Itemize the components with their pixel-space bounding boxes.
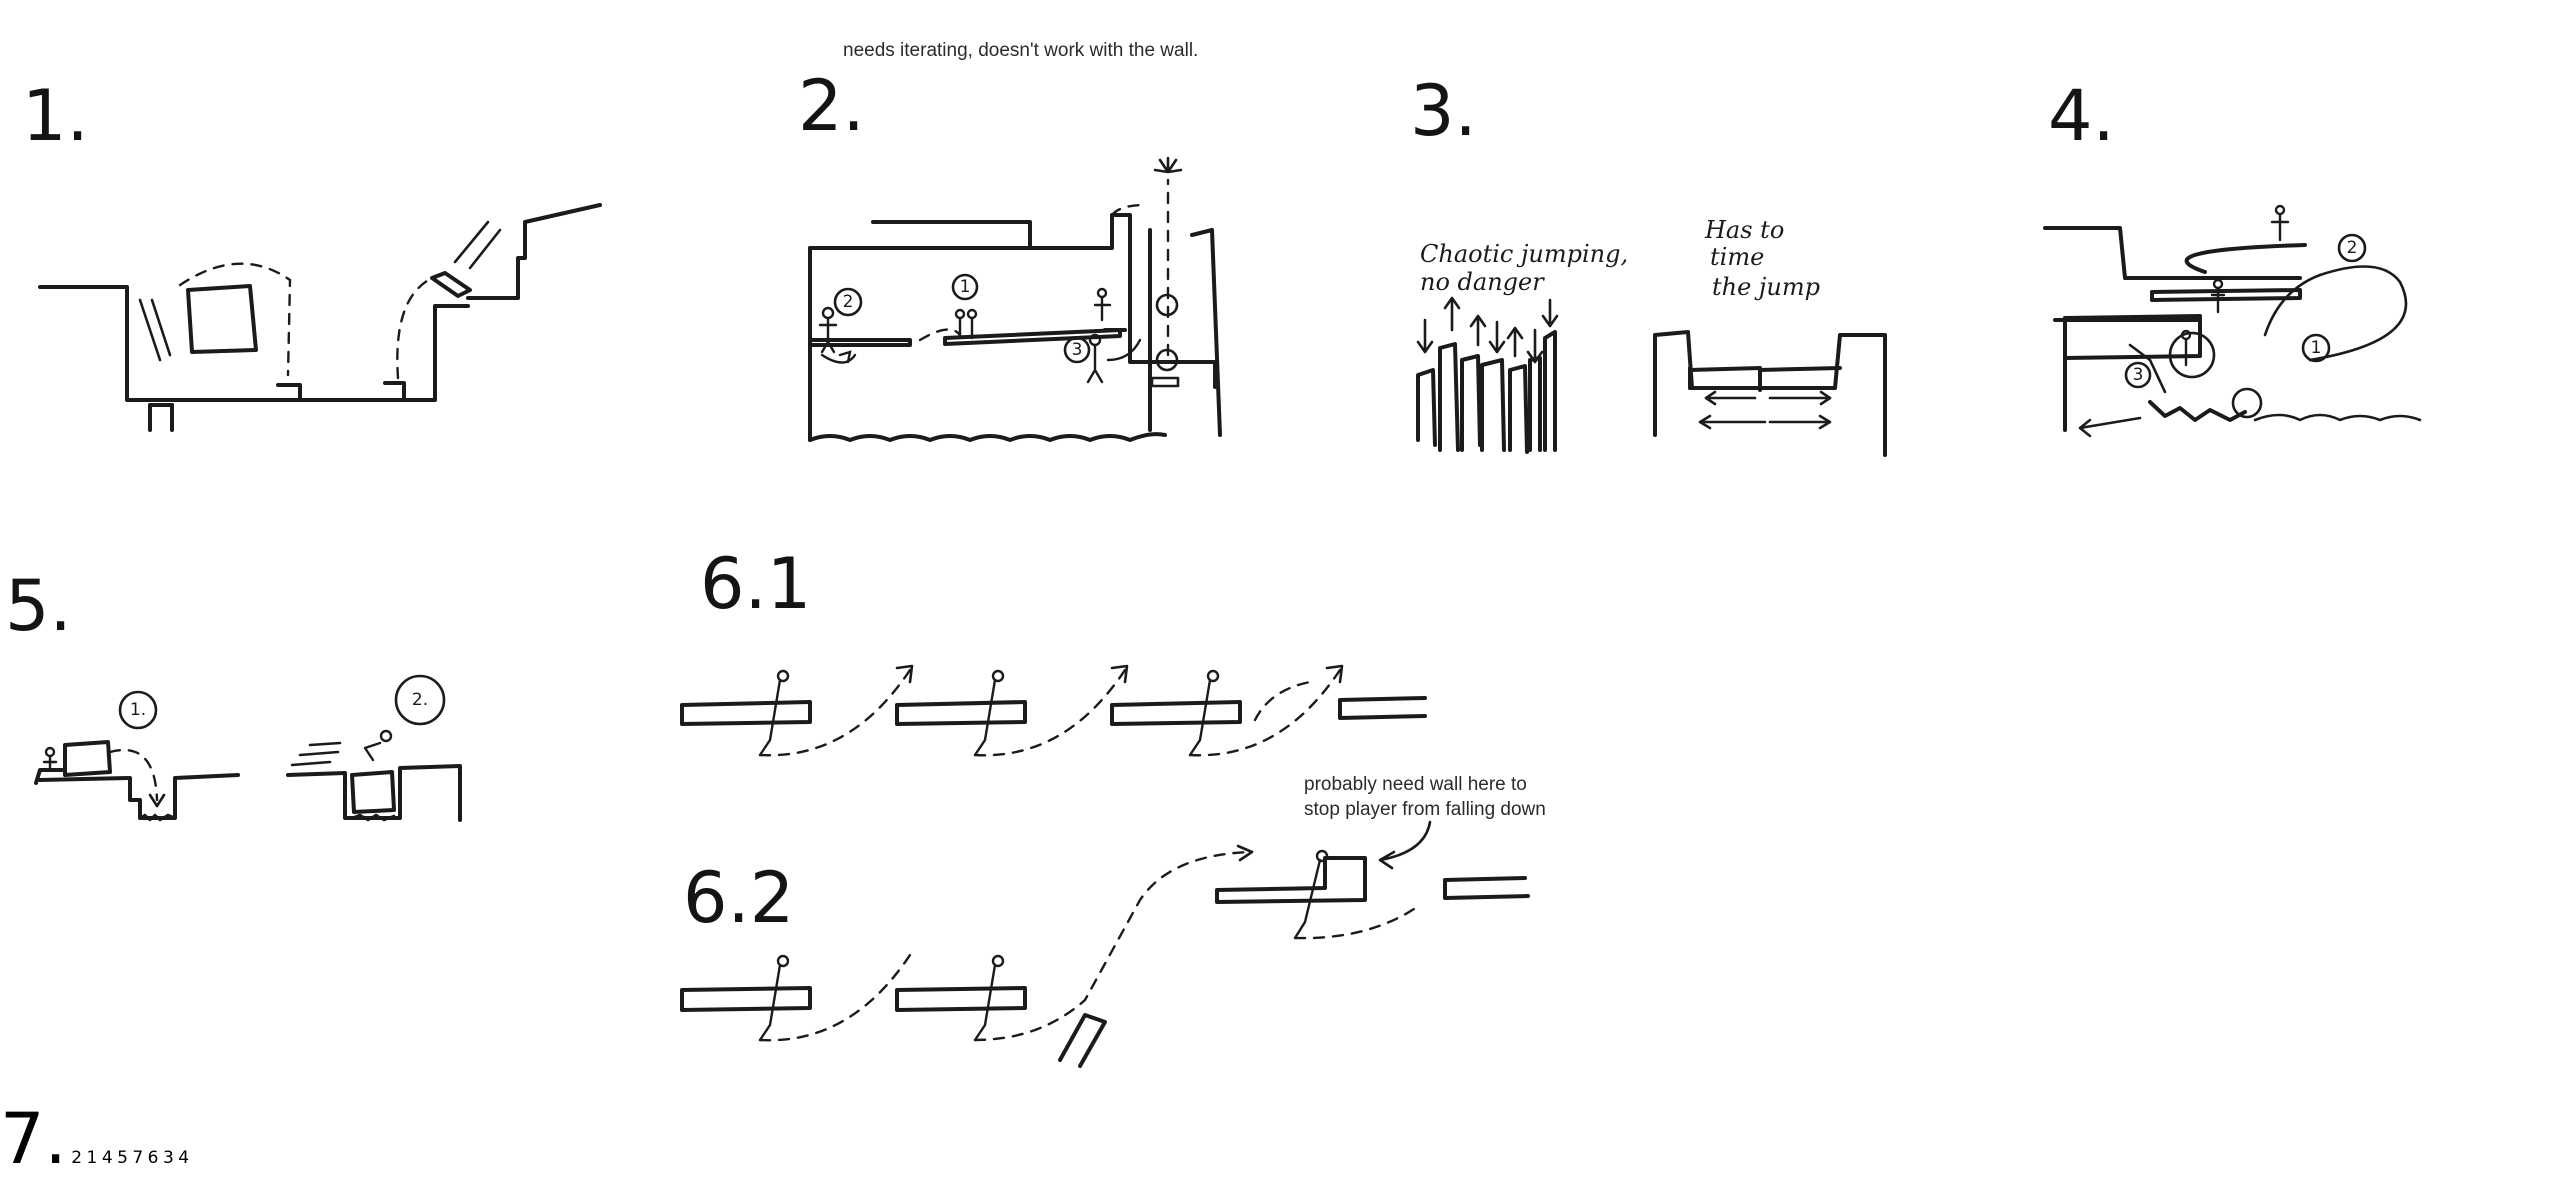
p4-marker-2: 2 xyxy=(2347,238,2358,258)
panel-6-1: 6.1 xyxy=(680,543,1427,757)
panel-3-number: 3. xyxy=(1410,70,1477,152)
panel-6-2: 6.2 xyxy=(680,820,1530,1068)
panel-6-2-note: probably need wall here to stop player f… xyxy=(1304,772,1559,822)
panel-1-number: 1. xyxy=(22,75,89,157)
p7-marker-3: 3 xyxy=(162,1148,174,1168)
panel-4: 4. 2 1 3 xyxy=(2043,75,2422,438)
p3-handwritten-right-2: time xyxy=(1710,243,1764,271)
p3-handwritten-left-2: no danger xyxy=(1420,268,1545,296)
p5-marker-2: 2. xyxy=(412,690,428,710)
p4-marker-3: 3 xyxy=(2133,365,2144,385)
p7-marker-4b: 4 xyxy=(178,1148,190,1168)
panel-5: 5. 1. 2. xyxy=(5,565,462,822)
p4-marker-1: 1 xyxy=(2311,338,2322,358)
panel-6-2-note-text: probably need wall here to stop player f… xyxy=(1304,774,1546,820)
panel-6-1-number: 6.1 xyxy=(700,543,811,625)
p3-handwritten-right: Has to xyxy=(1704,216,1784,244)
p2-marker-3: 3 xyxy=(1072,340,1083,360)
panel-7: 7. 2 1 4 xyxy=(0,1098,190,1180)
p7-marker-5: 5 xyxy=(117,1148,128,1168)
panel-7-number: 7. xyxy=(0,1098,67,1180)
p3-handwritten-left: Chaotic jumping, xyxy=(1420,240,1628,268)
p7-marker-2: 2 xyxy=(71,1148,83,1168)
p7-marker-6: 6 xyxy=(147,1148,159,1168)
panel-6-2-number: 6.2 xyxy=(683,857,794,939)
p5-marker-1: 1. xyxy=(130,700,146,720)
p2-marker-2: 2 xyxy=(843,292,854,312)
sketch-board: 1. 2. xyxy=(0,65,2422,1180)
p3-handwritten-right-3: the jump xyxy=(1712,273,1820,301)
p7-marker-7: 7 xyxy=(132,1148,144,1168)
p2-marker-1: 1 xyxy=(960,277,971,297)
panel-5-number: 5. xyxy=(5,565,72,647)
panel-2: 2. 2 1 3 xyxy=(798,65,1222,442)
panel-4-number: 4. xyxy=(2048,75,2115,157)
panel-2-note: needs iterating, doesn't work with the w… xyxy=(843,40,1199,61)
panel-1: 1. xyxy=(22,75,602,432)
p7-marker-1: 1 xyxy=(86,1148,98,1168)
panel-2-number: 2. xyxy=(798,65,865,147)
panel-3: 3. Chaotic jumping, no danger Has to tim… xyxy=(1410,70,1887,457)
p7-marker-4: 4 xyxy=(101,1148,113,1168)
